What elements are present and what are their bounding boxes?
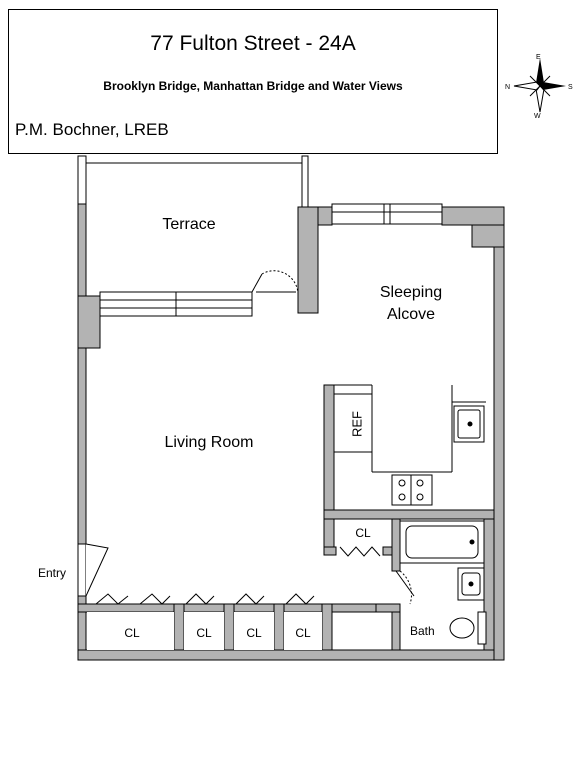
- terrace-swing-door: [251, 270, 299, 297]
- living-room-label: Living Room: [165, 434, 254, 451]
- sleeping-alcove-label-line1: Sleeping: [380, 284, 442, 301]
- compass-e-label: E: [536, 54, 541, 61]
- sleeping-alcove-label-line2: Alcove: [387, 306, 435, 323]
- plan-title: 77 Fulton Street - 24A: [150, 32, 356, 55]
- bath-fixtures: [399, 520, 487, 645]
- closet-label: CL: [124, 626, 140, 640]
- compass-icon: E N S W: [505, 54, 573, 120]
- broker-name: P.M. Bochner, LREB: [15, 120, 169, 139]
- compass-s-label: S: [568, 84, 573, 91]
- closet-interiors: [87, 612, 322, 650]
- compass-n-label: N: [505, 84, 510, 91]
- walls: [77, 203, 505, 661]
- bath-label: Bath: [410, 624, 435, 638]
- closet-label: CL: [246, 626, 262, 640]
- closet-label: CL: [355, 526, 371, 540]
- ref-label: REF: [349, 411, 364, 437]
- bath-door: [395, 570, 415, 605]
- terrace-sliding-door: [99, 291, 253, 317]
- header-box: 77 Fulton Street - 24A Brooklyn Bridge, …: [8, 9, 498, 154]
- terrace-label: Terrace: [162, 216, 215, 233]
- closet-label: CL: [295, 626, 311, 640]
- entry-label: Entry: [38, 566, 66, 580]
- alcove-windows: [331, 203, 443, 225]
- closet-doors: [95, 546, 381, 605]
- entry-door: [77, 543, 109, 597]
- compass-w-label: W: [534, 113, 541, 120]
- closet-label: CL: [196, 626, 212, 640]
- kitchen: [333, 384, 486, 506]
- plan-subtitle: Brooklyn Bridge, Manhattan Bridge and Wa…: [103, 79, 403, 93]
